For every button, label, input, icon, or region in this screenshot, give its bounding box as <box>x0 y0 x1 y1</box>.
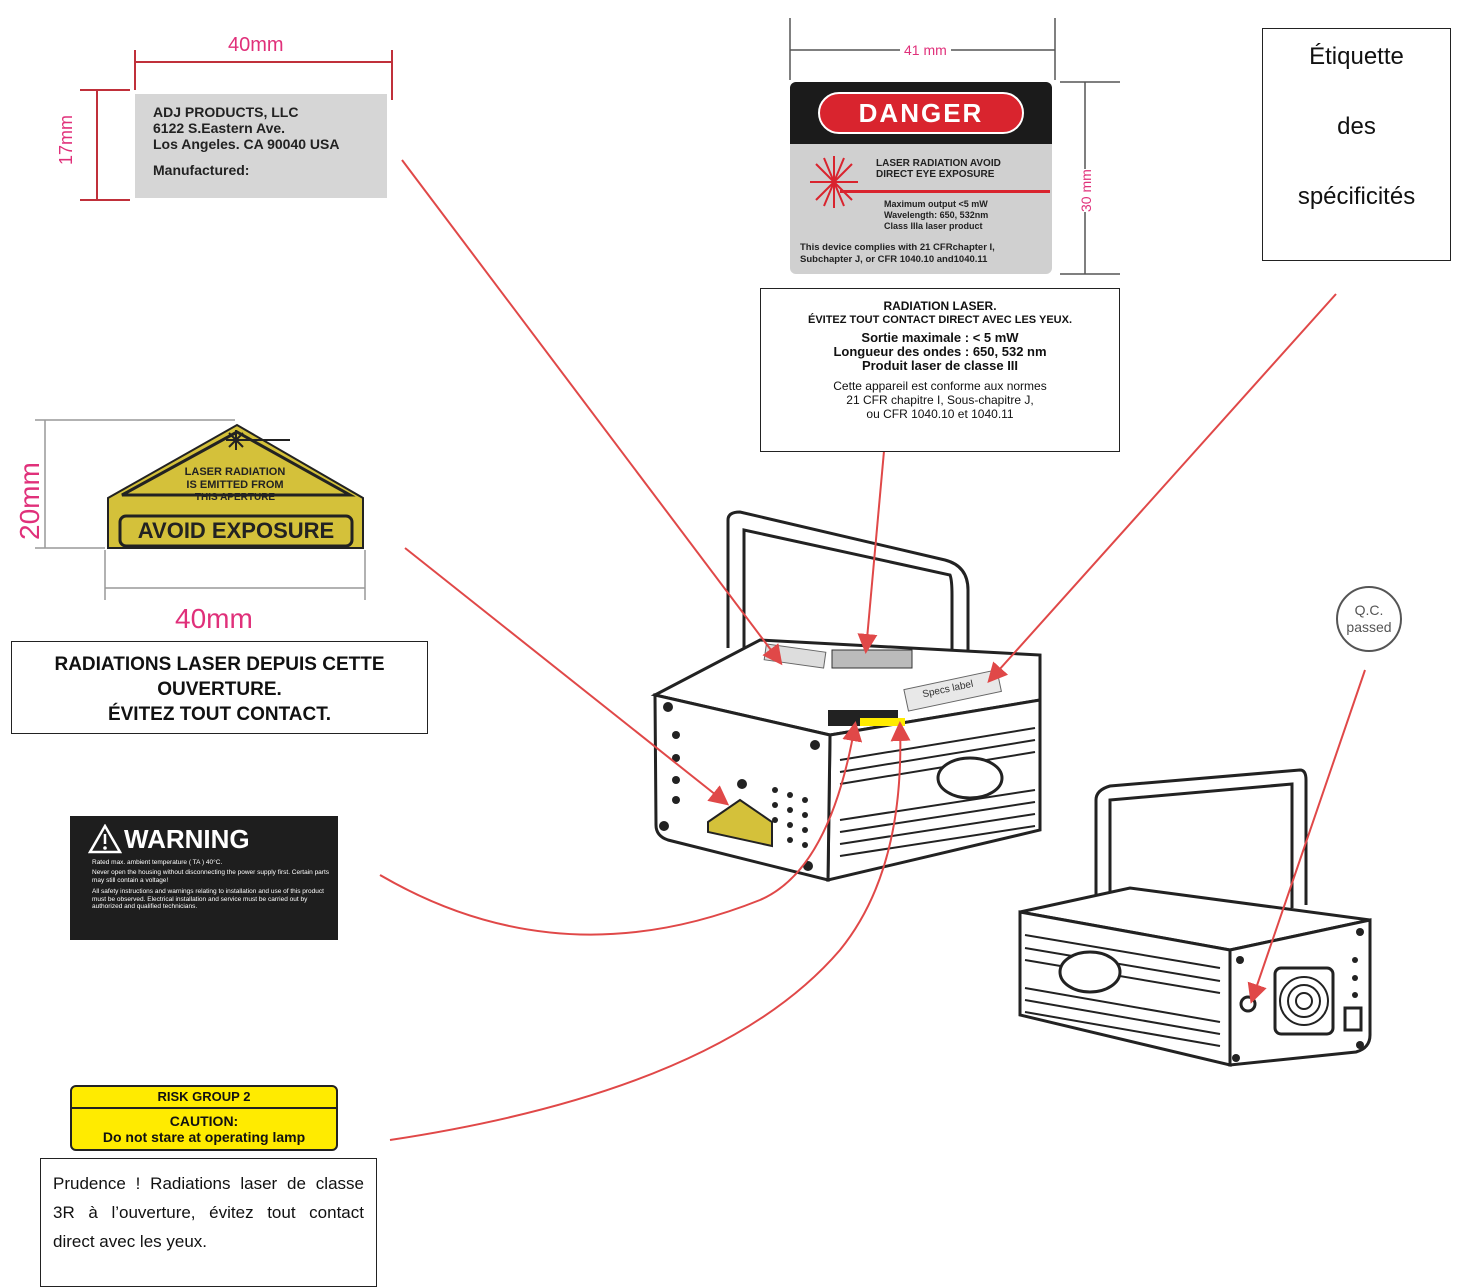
aperture-line-2: IS EMITTED FROM <box>186 479 284 491</box>
warning-bullet-1: Rated max. ambient temperature ( TA ) 40… <box>92 859 223 866</box>
caution-french-translation: Prudence ! Radiations laser de classe 3R… <box>40 1158 377 1287</box>
danger-fr-line-8: ou CFR 1040.10 et 1040.11 <box>866 407 1014 421</box>
warning-triangle-icon <box>88 824 122 854</box>
adj-dimension-lines <box>80 50 393 201</box>
aperture-height-dimension: 20mm <box>14 462 45 540</box>
warning-bullet-2: Never open the housing without disconnec… <box>92 869 330 884</box>
danger-title: DANGER <box>818 92 1024 134</box>
danger-fr-line-4: Longueur des ondes : 650, 532 nm <box>833 344 1047 359</box>
warning-label: WARNING Rated max. ambient temperature (… <box>70 816 338 940</box>
aperture-fr-line-3: ÉVITEZ TOUT CONTACT. <box>107 704 332 725</box>
adj-line-2: 6122 S.Eastern Ave. <box>153 120 286 136</box>
aperture-line-1: LASER RADIATION <box>184 466 286 478</box>
danger-line-1: LASER RADIATION AVOID <box>876 158 1001 169</box>
arrow-adj-label <box>401 159 783 666</box>
risk-line-2: CAUTION: <box>169 1113 239 1129</box>
qc-line-2: passed <box>1346 619 1392 635</box>
aperture-warning-triangle <box>107 423 364 549</box>
adj-line-4: Manufactured: <box>153 162 250 178</box>
danger-french-translation: RADIATION LASER. ÉVITEZ TOUT CONTACT DIR… <box>760 288 1120 452</box>
danger-label: DANGER LASER RADIATION AVOID DIRECT EYE … <box>790 82 1052 274</box>
arrow-spec-label <box>987 293 1337 683</box>
qc-line-1: Q.C. <box>1354 602 1384 618</box>
risk-line-3: Do not stare at operating lamp <box>102 1129 306 1145</box>
aperture-line-3: THIS APERTURE <box>194 492 276 503</box>
risk-group-label: RISK GROUP 2 CAUTION: Do not stare at op… <box>70 1085 338 1151</box>
spec-line-1: Étiquette <box>1309 43 1404 70</box>
aperture-line-4: AVOID EXPOSURE <box>137 518 335 543</box>
arrow-risk-label <box>389 721 911 1141</box>
laser-starburst-icon <box>810 156 858 208</box>
warning-title: WARNING <box>124 824 250 854</box>
danger-line-7: Subchapter J, or CFR 1040.10 and1040.11 <box>800 254 988 265</box>
pointer-arrows <box>379 159 1366 1141</box>
arrow-qc-badge <box>1247 669 1366 1004</box>
aperture-french-translation: RADIATIONS LASER DEPUIS CETTE OUVERTURE.… <box>11 641 428 734</box>
front-device-drawing <box>650 510 1042 882</box>
danger-line-5: Class IIIa laser product <box>884 221 983 231</box>
danger-line-2: DIRECT EYE EXPOSURE <box>876 169 995 180</box>
spec-line-2: des <box>1337 113 1376 140</box>
danger-fr-line-7: 21 CFR chapitre I, Sous-chapitre J, <box>846 393 1034 407</box>
danger-width-dimension: 41 mm <box>900 42 951 58</box>
aperture-dimension-lines <box>35 419 366 600</box>
rear-device-drawing <box>1018 768 1372 1067</box>
adj-manufacturer-label: ADJ PRODUCTS, LLC 6122 S.Eastern Ave. Lo… <box>135 94 387 198</box>
arrow-danger-label <box>857 439 886 654</box>
spec-label-box: Étiquette des spécificités <box>1262 28 1451 261</box>
aperture-width-dimension: 40mm <box>175 603 253 634</box>
warning-bullet-3: All safety instructions and warnings rel… <box>92 888 324 910</box>
danger-fr-line-1: RADIATION LASER. <box>883 299 997 313</box>
aperture-fr-line-1: RADIATIONS LASER DEPUIS CETTE <box>54 654 385 675</box>
danger-line-4: Wavelength: 650, 532nm <box>884 210 989 220</box>
danger-height-dimension: 30 mm <box>1078 169 1094 212</box>
adj-height-dimension: 17mm <box>56 114 76 165</box>
danger-fr-line-3: Sortie maximale : < 5 mW <box>861 330 1019 345</box>
danger-divider <box>840 190 1050 193</box>
spec-line-3: spécificités <box>1297 183 1416 210</box>
arrow-aperture-label <box>404 547 730 806</box>
arrow-warning-label <box>379 721 863 936</box>
adj-line-1: ADJ PRODUCTS, LLC <box>153 104 299 120</box>
danger-line-6: This device complies with 21 CFRchapter … <box>800 242 995 253</box>
qc-passed-badge: Q.C. passed <box>1336 586 1402 652</box>
danger-fr-line-2: ÉVITEZ TOUT CONTACT DIRECT AVEC LES YEUX… <box>807 314 1073 326</box>
risk-line-1: RISK GROUP 2 <box>72 1087 336 1109</box>
aperture-fr-line-2: OUVERTURE. <box>157 679 282 700</box>
adj-width-dimension: 40mm <box>228 34 284 56</box>
danger-fr-line-6: Cette appareil est conforme aux normes <box>833 379 1047 393</box>
danger-fr-line-5: Produit laser de classe III <box>861 358 1019 373</box>
adj-line-3: Los Angeles. CA 90040 USA <box>153 136 340 152</box>
danger-line-3: Maximum output <5 mW <box>884 199 988 209</box>
